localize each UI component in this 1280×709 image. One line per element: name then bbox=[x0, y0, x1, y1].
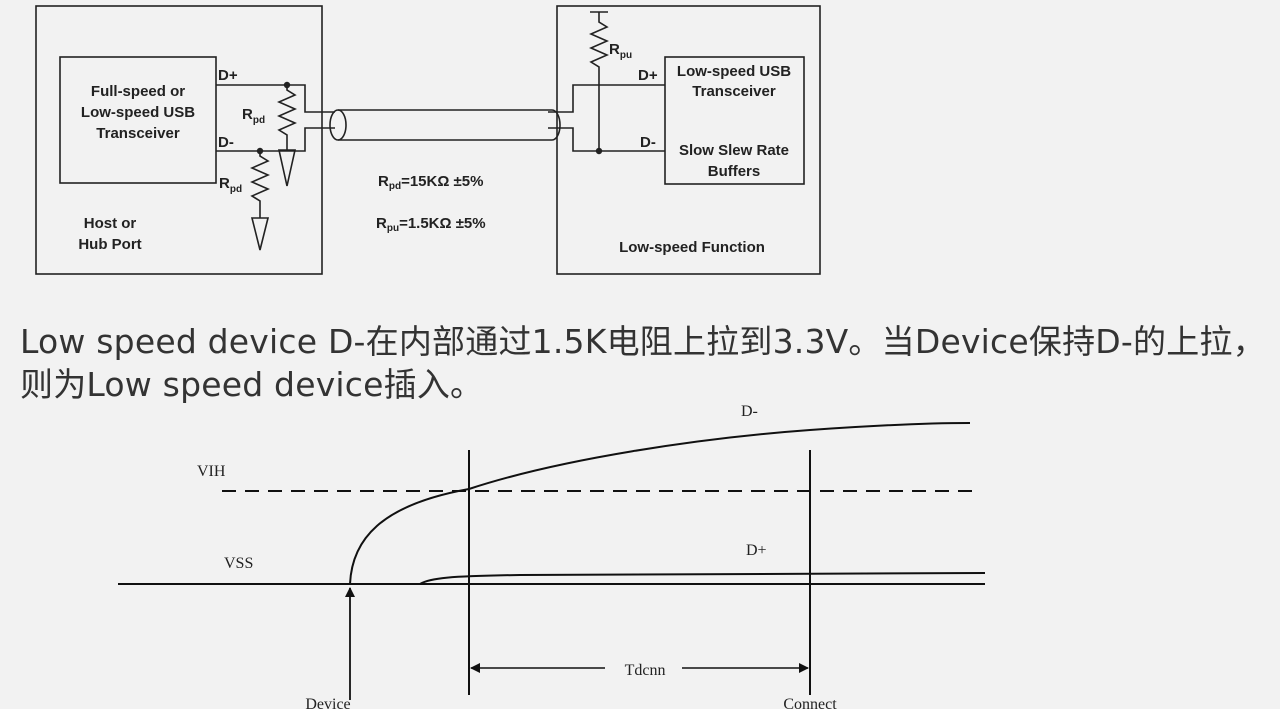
low-speed-function-label: Low-speed Function bbox=[619, 239, 765, 256]
connect-label: Connect bbox=[783, 696, 837, 709]
rpu-label: Rpu bbox=[609, 41, 632, 61]
device-transceiver-box bbox=[664, 56, 805, 185]
description-text: Low speed device D-在内部通过1.5K电阻上拉到3.3V。当D… bbox=[20, 322, 1266, 404]
host-dminus-wire bbox=[216, 127, 335, 152]
ground-symbol bbox=[250, 217, 270, 251]
rpd-dplus-resistor bbox=[277, 85, 297, 150]
device-dminus-wire bbox=[548, 127, 665, 152]
ground-symbol bbox=[278, 149, 296, 187]
rpd-value-label: Rpd=15KΩ ±5% bbox=[378, 173, 483, 192]
slew-buffers-line-1: Slow Slew Rate bbox=[679, 142, 789, 159]
tdcnn-label: Tdcnn bbox=[625, 662, 666, 679]
right-transceiver-line-2: Transceiver bbox=[692, 83, 776, 100]
rpu-resistor bbox=[589, 12, 609, 151]
circuit-diagram bbox=[35, 5, 821, 275]
rpd-dminus-label: Rpd bbox=[219, 175, 242, 195]
vss-label: VSS bbox=[224, 555, 253, 572]
timing-labels: D- D+ VIH VSS Tdcnn Device Connect bbox=[197, 403, 837, 709]
right-transceiver-line-1: Low-speed USB bbox=[677, 63, 791, 80]
host-dminus-label: D- bbox=[218, 134, 234, 151]
host-port-label-line-1: Host or bbox=[84, 215, 137, 232]
cable-end-right bbox=[551, 109, 561, 141]
left-transceiver-line-2: Low-speed USB bbox=[81, 104, 195, 121]
low-speed-function-box bbox=[556, 5, 821, 275]
host-port-box bbox=[35, 5, 323, 275]
rpd-dplus-label: Rpd bbox=[242, 106, 265, 126]
host-dplus-wire bbox=[216, 84, 335, 113]
host-transceiver-box bbox=[59, 56, 217, 184]
host-port-label-line-2: Hub Port bbox=[78, 236, 141, 253]
rpd-dminus-resistor bbox=[250, 151, 270, 218]
junction-dots bbox=[256, 81, 603, 155]
slew-buffers-line-2: Buffers bbox=[708, 163, 761, 180]
rpu-value-label: Rpu=1.5KΩ ±5% bbox=[376, 215, 486, 234]
device-dplus-label: D+ bbox=[638, 67, 658, 84]
left-transceiver-line-3: Transceiver bbox=[96, 125, 180, 142]
device-dminus-label: D- bbox=[640, 134, 656, 151]
vih-label: VIH bbox=[197, 463, 226, 480]
cable-end-left bbox=[329, 109, 347, 141]
device-label: Device bbox=[305, 696, 350, 709]
host-dplus-label: D+ bbox=[218, 67, 238, 84]
timing-diagram bbox=[118, 422, 986, 700]
dplus-curve bbox=[419, 572, 986, 585]
dminus-curve bbox=[349, 422, 971, 585]
dminus-curve-label: D- bbox=[741, 403, 758, 420]
dplus-curve-label: D+ bbox=[746, 542, 767, 559]
left-transceiver-line-1: Full-speed or bbox=[91, 83, 185, 100]
circuit-labels: Full-speed or Low-speed USB Transceiver … bbox=[78, 41, 791, 256]
device-dplus-wire bbox=[548, 84, 665, 113]
